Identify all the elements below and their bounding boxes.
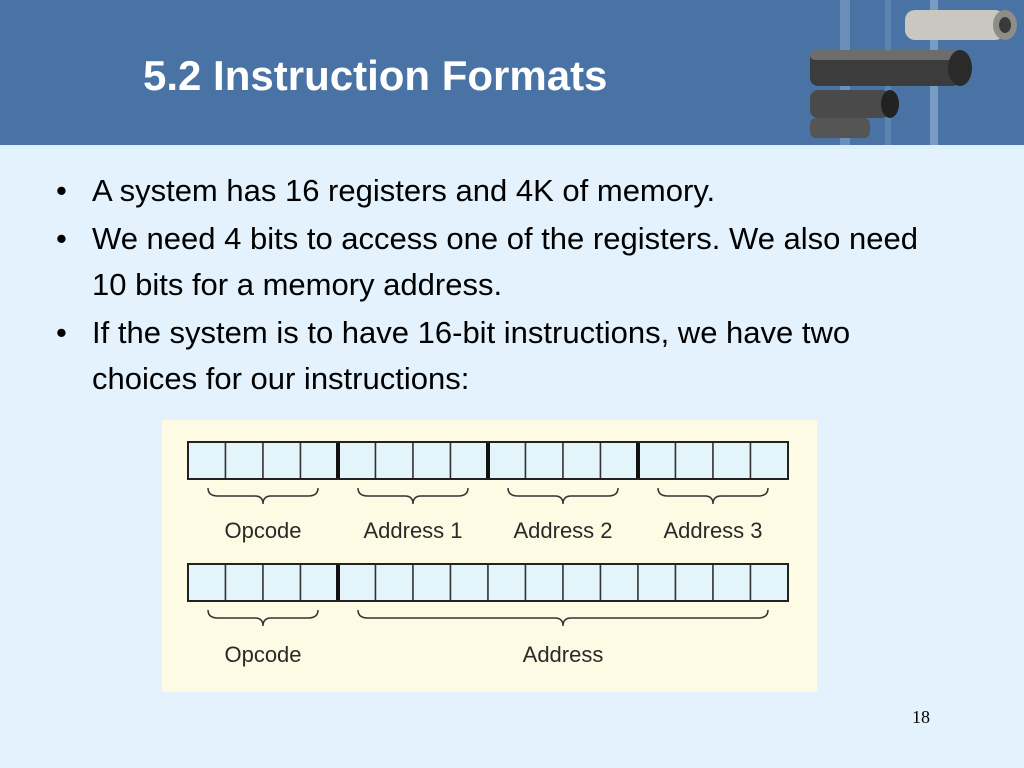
bit-cell (599, 441, 639, 480)
bit-cell (562, 441, 602, 480)
bit-cell (224, 563, 264, 602)
bit-cell (674, 563, 714, 602)
bullet-text: A system has 16 registers and 4K of memo… (92, 173, 716, 208)
bit-cell (599, 563, 639, 602)
bit-cell (374, 441, 414, 480)
bit-cell (749, 441, 789, 480)
field-label: Address 3 (663, 518, 762, 543)
bit-cell (299, 563, 339, 602)
bit-cell (712, 441, 752, 480)
bit-cell (749, 563, 789, 602)
field-brace (207, 487, 319, 505)
bullet-list: • A system has 16 registers and 4K of mem… (50, 168, 950, 404)
field-brace (657, 487, 769, 505)
slide-number: 18 (912, 707, 930, 727)
field-brace (357, 487, 469, 505)
bullet-item: • A system has 16 registers and 4K of mem… (50, 168, 950, 214)
bit-cell (187, 563, 227, 602)
bit-cell (337, 441, 377, 480)
bit-cell (337, 563, 377, 602)
bullet-marker: • (56, 315, 67, 350)
bit-cell (224, 441, 264, 480)
slide-header: 5.2 Instruction Formats (0, 0, 1024, 145)
field-brace (507, 487, 619, 505)
bit-cell (637, 441, 677, 480)
field-label: Address 1 (363, 518, 462, 543)
bit-cell (449, 441, 489, 480)
bullet-text: If the system is to have 16-bit instruct… (92, 315, 851, 396)
header-decoration-image (790, 0, 1024, 145)
slide-title: 5.2 Instruction Formats (143, 52, 608, 99)
bullet-marker: • (56, 221, 67, 256)
bit-cell (299, 441, 339, 480)
bit-cell (449, 563, 489, 602)
field-label: Address 2 (513, 518, 612, 543)
bit-cell (412, 441, 452, 480)
field-brace (207, 609, 319, 627)
bit-cell (262, 441, 302, 480)
bit-cell (487, 441, 527, 480)
bullet-text: We need 4 bits to access one of the regi… (92, 221, 918, 302)
field-brace (357, 609, 769, 627)
bit-cell (562, 563, 602, 602)
bullet-item: • If the system is to have 16-bit instruc… (50, 310, 950, 402)
field-label: Address (523, 642, 604, 667)
bit-cell (487, 563, 527, 602)
bit-cell (262, 563, 302, 602)
header-divider (0, 145, 1024, 149)
bit-cell (524, 441, 564, 480)
bit-cell (374, 563, 414, 602)
bit-cell (524, 563, 564, 602)
bit-cell (187, 441, 227, 480)
bullet-item: • We need 4 bits to access one of the reg… (50, 216, 950, 308)
field-label: Opcode (224, 518, 301, 543)
instruction-outline (187, 563, 789, 602)
instruction-outline (187, 441, 789, 480)
bullet-marker: • (56, 173, 67, 208)
bit-cell (712, 563, 752, 602)
bit-cell (637, 563, 677, 602)
bit-cell (412, 563, 452, 602)
bit-cell (674, 441, 714, 480)
field-label: Opcode (224, 642, 301, 667)
